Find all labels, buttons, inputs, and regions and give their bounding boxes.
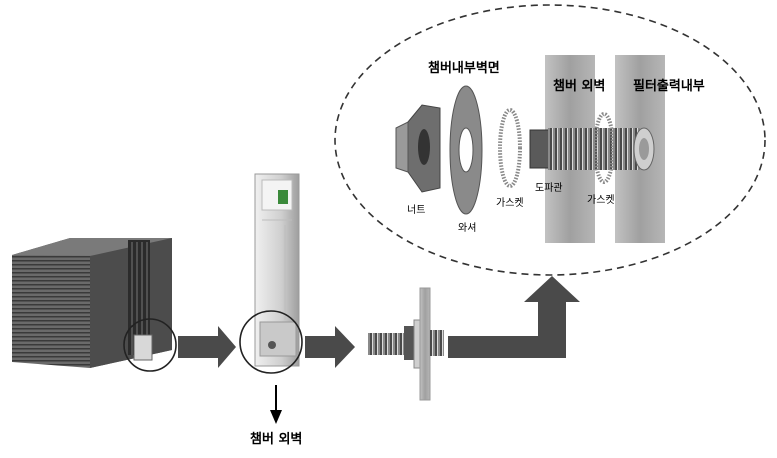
detail-oval <box>334 4 766 276</box>
label-nut: 너트 <box>407 205 426 216</box>
nut-part <box>395 104 441 193</box>
chamber-cabinet <box>12 238 172 368</box>
washer-part <box>449 85 483 215</box>
callout-circle-cabinet <box>123 318 177 372</box>
label-conduit: 도파관 <box>535 183 563 194</box>
label-gasket-right: 가스켓 <box>587 195 615 206</box>
gasket-left-part <box>498 108 522 188</box>
down-arrow-head <box>270 410 282 424</box>
callout-circle-filter <box>239 310 303 374</box>
label-chamber-outer-wall-bottom: 챔버 외벽 <box>250 432 303 447</box>
conduit-part <box>529 127 655 171</box>
assembled-connector <box>368 287 444 401</box>
label-gasket-left: 가스켓 <box>496 198 524 209</box>
label-chamber-inner-wall: 챔버내부벽면 <box>428 61 500 76</box>
gasket-right-part <box>593 112 615 184</box>
flow-arrow-3 <box>448 276 580 358</box>
label-filter-output-inside: 필터출력내부 <box>633 79 705 94</box>
label-washer: 와셔 <box>458 223 477 234</box>
flow-arrow-2 <box>305 326 355 368</box>
flow-arrow-1 <box>178 326 236 368</box>
label-chamber-outer-wall-top: 챔버 외벽 <box>553 79 606 94</box>
filter-module <box>254 173 300 367</box>
